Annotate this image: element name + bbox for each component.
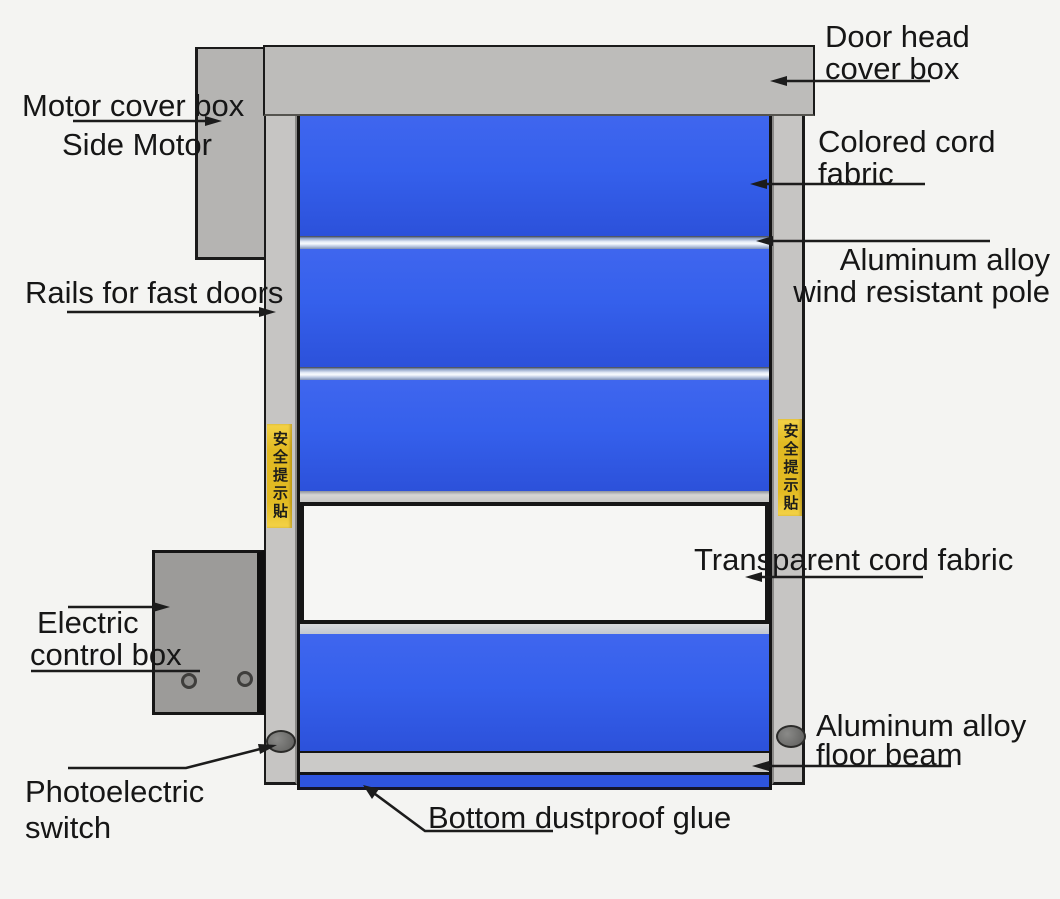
colored-fabric-panel-3 bbox=[300, 380, 769, 491]
aluminum-floor-beam-shape bbox=[300, 751, 769, 775]
colored-fabric-panel-4 bbox=[300, 634, 769, 751]
door-head-cover-box-shape bbox=[263, 45, 815, 116]
bottom-dustproof-glue-strip bbox=[300, 775, 769, 790]
safety-sticker-text: 安全提示貼 bbox=[781, 422, 799, 513]
photoelectric-switch-left bbox=[266, 730, 296, 753]
arrow-photoelectric-switch bbox=[68, 744, 277, 770]
motor-cover-box-shape bbox=[195, 47, 266, 260]
safety-sticker-right: 安全提示貼 bbox=[778, 419, 802, 516]
colored-fabric-panel-1 bbox=[300, 116, 769, 236]
wind-resistant-pole-1 bbox=[300, 236, 769, 249]
photoelectric-switch-label: Photoelectric switch bbox=[25, 774, 205, 845]
door-head-cover-box-label: Door head cover box bbox=[825, 19, 970, 86]
wind-resistant-pole-label: Aluminum alloy wind resistant pole bbox=[793, 242, 1050, 309]
photoelectric-switch-right bbox=[776, 725, 806, 748]
safety-sticker-text: 安全提示貼 bbox=[271, 431, 288, 521]
bottom-dustproof-glue-label: Bottom dustproof glue bbox=[428, 800, 732, 835]
safety-sticker-left: 安全提示貼 bbox=[267, 424, 292, 528]
wind-resistant-pole-3 bbox=[300, 491, 769, 502]
transparent-fabric-panel bbox=[300, 502, 769, 624]
rails-label: Rails for fast doors bbox=[25, 275, 284, 310]
transparent-cord-fabric-label: Transparent cord fabric bbox=[694, 542, 1014, 577]
electric-control-box-shape bbox=[152, 550, 265, 715]
side-motor-label: Side Motor bbox=[62, 127, 212, 162]
door-curtain bbox=[297, 116, 772, 790]
wind-resistant-pole-4 bbox=[300, 624, 769, 634]
aluminum-floor-beam-label: Aluminum alloy floor beam bbox=[816, 708, 1027, 772]
screw-icon bbox=[181, 673, 197, 689]
screw-icon bbox=[237, 671, 253, 687]
electric-control-box-label: Electric control box bbox=[30, 605, 182, 672]
motor-cover-box-label: Motor cover box bbox=[22, 88, 245, 123]
colored-cord-fabric-label: Colored cord fabric bbox=[818, 124, 996, 191]
colored-fabric-panel-2 bbox=[300, 249, 769, 367]
wind-resistant-pole-2 bbox=[300, 367, 769, 380]
